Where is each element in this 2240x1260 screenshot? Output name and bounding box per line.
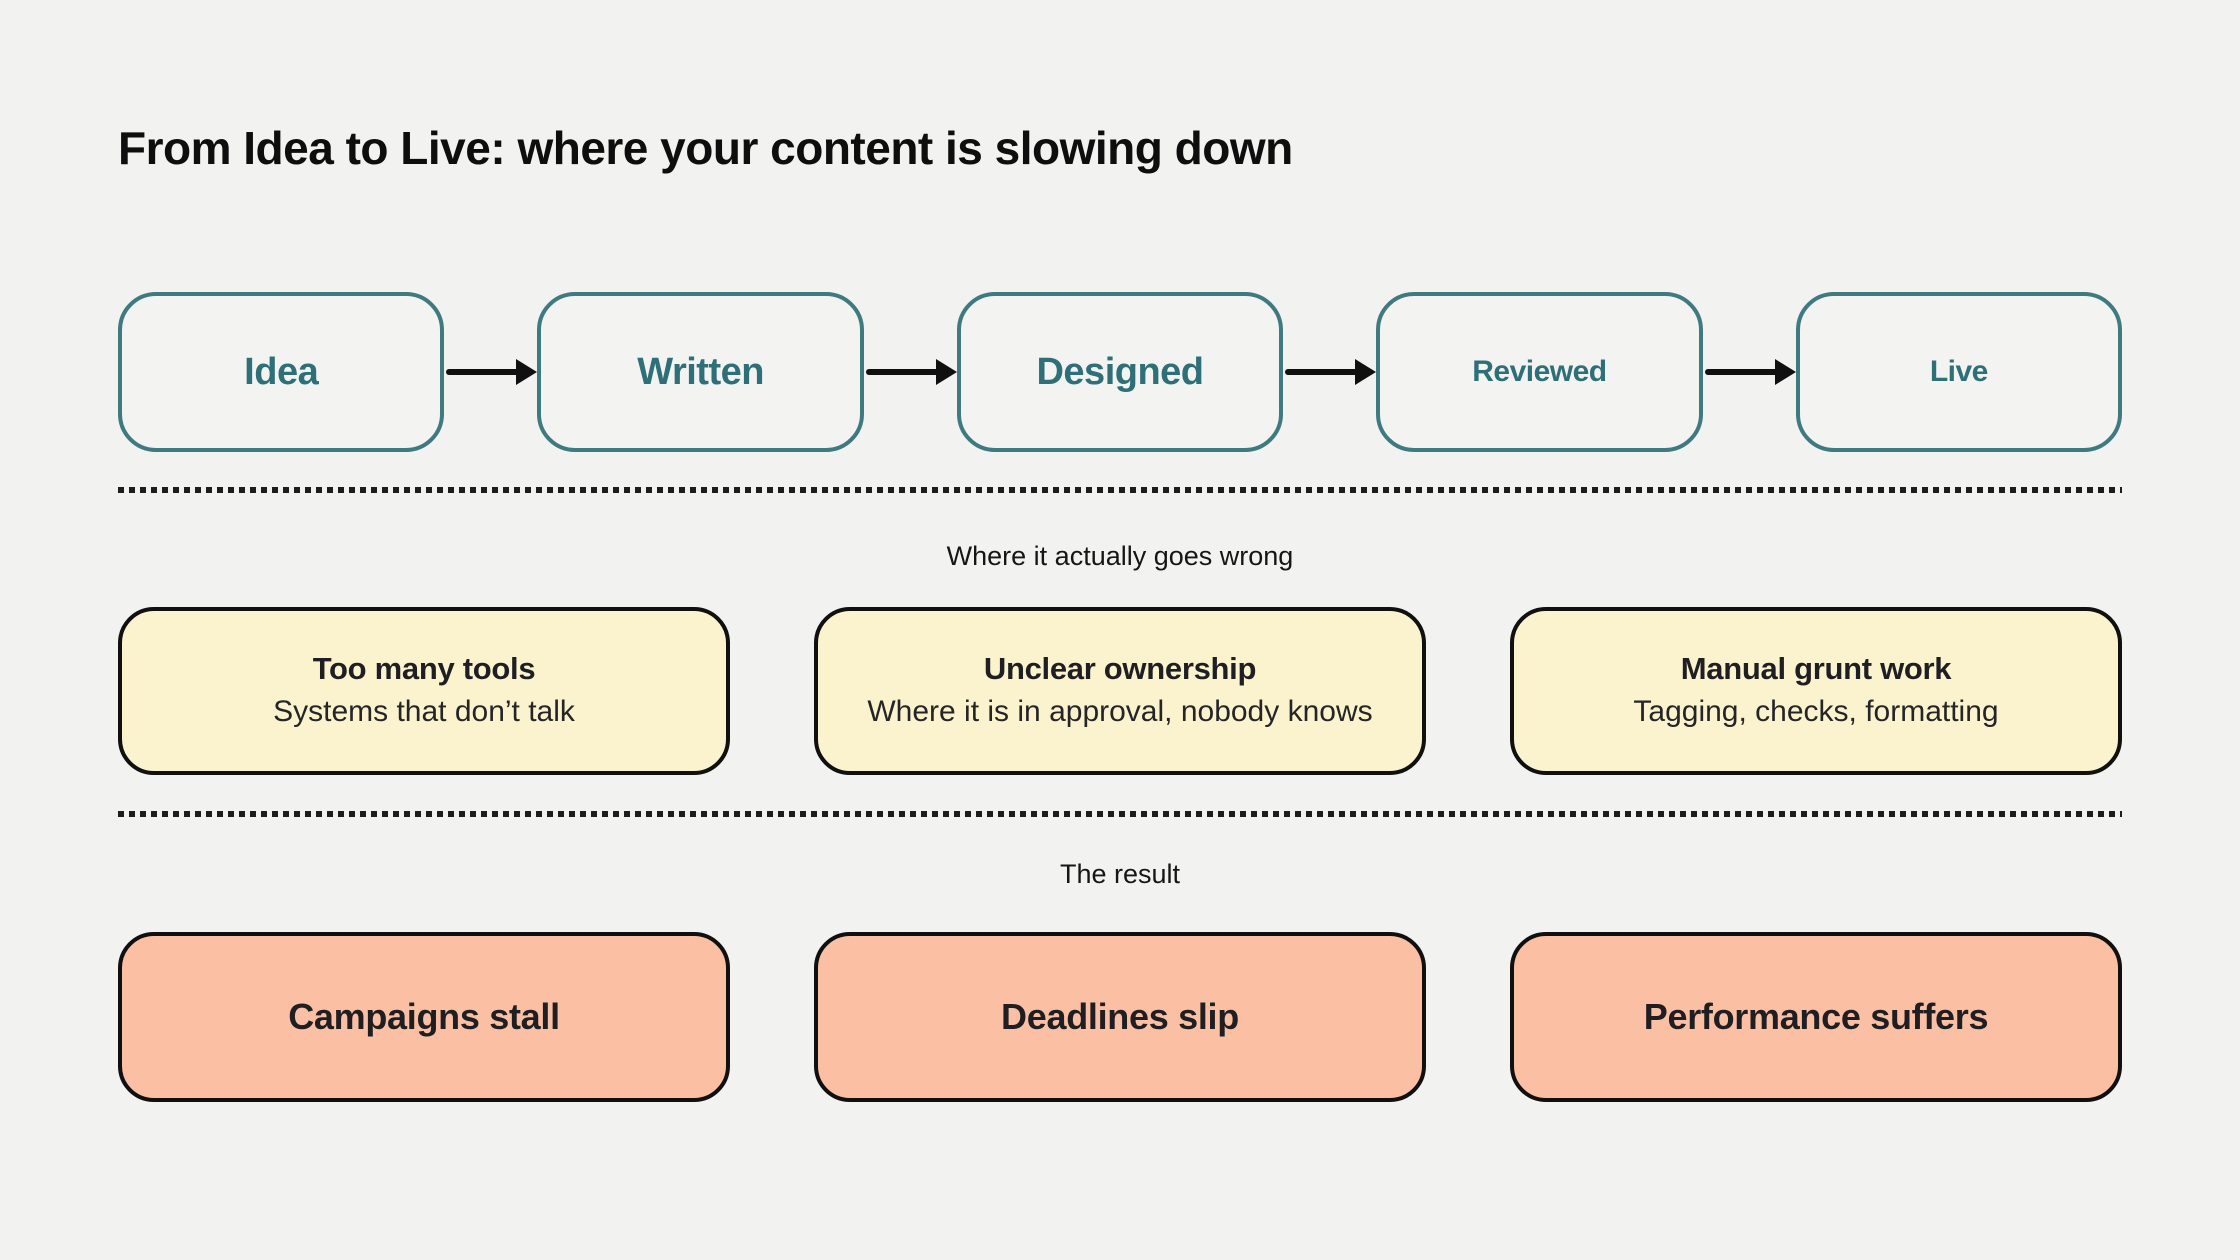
- card-title: Campaigns stall: [288, 996, 560, 1037]
- arrow-head: [1774, 359, 1796, 385]
- card-title: Unclear ownership: [983, 651, 1257, 686]
- arrow-head: [516, 359, 538, 385]
- results-section-label: The result: [1059, 859, 1181, 889]
- result-card-deadlines-slip: Deadlines slip: [814, 932, 1426, 1102]
- arrow-shaft: [865, 369, 940, 375]
- card-title: Too many tools: [312, 651, 536, 686]
- card-title: Performance suffers: [1643, 996, 1989, 1037]
- arrow-shaft: [1285, 369, 1360, 375]
- stage-label: Designed: [1036, 350, 1204, 393]
- stage-written: Written: [537, 292, 864, 452]
- card-title: Deadlines slip: [1001, 996, 1239, 1037]
- arrow-shaft: [446, 369, 521, 375]
- problems-section-label: Where it actually goes wrong: [946, 541, 1294, 571]
- card-title: Manual grunt work: [1680, 651, 1952, 686]
- card-subtitle: Where it is in approval, nobody knows: [867, 695, 1373, 728]
- card-subtitle: Systems that don’t talk: [273, 695, 575, 728]
- dotted-divider: [118, 811, 2122, 817]
- problem-card-unclear-ownership: Unclear ownership Where it is in approva…: [814, 607, 1426, 775]
- stage-label: Written: [637, 350, 764, 393]
- arrow-head: [1355, 359, 1377, 385]
- pipeline-row: Idea Written Designed Reviewed Live: [118, 292, 2123, 452]
- page-title: From Idea to Live: where your content is…: [118, 122, 1293, 174]
- problems-card-row: Too many tools Systems that don’t talk U…: [118, 607, 2122, 775]
- result-card-performance-suffers: Performance suffers: [1510, 932, 2122, 1102]
- result-card-campaigns-stall: Campaigns stall: [118, 932, 730, 1102]
- flow-arrow-icon: [1703, 292, 1796, 452]
- stage-label: Idea: [244, 350, 319, 393]
- arrow-head: [935, 359, 957, 385]
- stage-reviewed: Reviewed: [1376, 292, 1703, 452]
- flow-arrow-icon: [444, 292, 538, 452]
- stage-idea: Idea: [118, 292, 445, 452]
- problem-card-too-many-tools: Too many tools Systems that don’t talk: [118, 607, 730, 775]
- card-subtitle: Tagging, checks, formatting: [1633, 695, 1999, 728]
- stage-designed: Designed: [956, 292, 1284, 452]
- arrow-shaft: [1704, 369, 1779, 375]
- dotted-divider: [118, 487, 2122, 493]
- problem-card-manual-grunt-work: Manual grunt work Tagging, checks, forma…: [1510, 607, 2122, 775]
- results-card-row: Campaigns stall Deadlines slip Performan…: [118, 932, 2122, 1102]
- stage-label: Live: [1929, 355, 1989, 388]
- stage-label: Reviewed: [1472, 355, 1607, 388]
- flow-arrow-icon: [864, 292, 957, 452]
- flow-arrow-icon: [1283, 292, 1377, 452]
- stage-live: Live: [1795, 292, 2123, 452]
